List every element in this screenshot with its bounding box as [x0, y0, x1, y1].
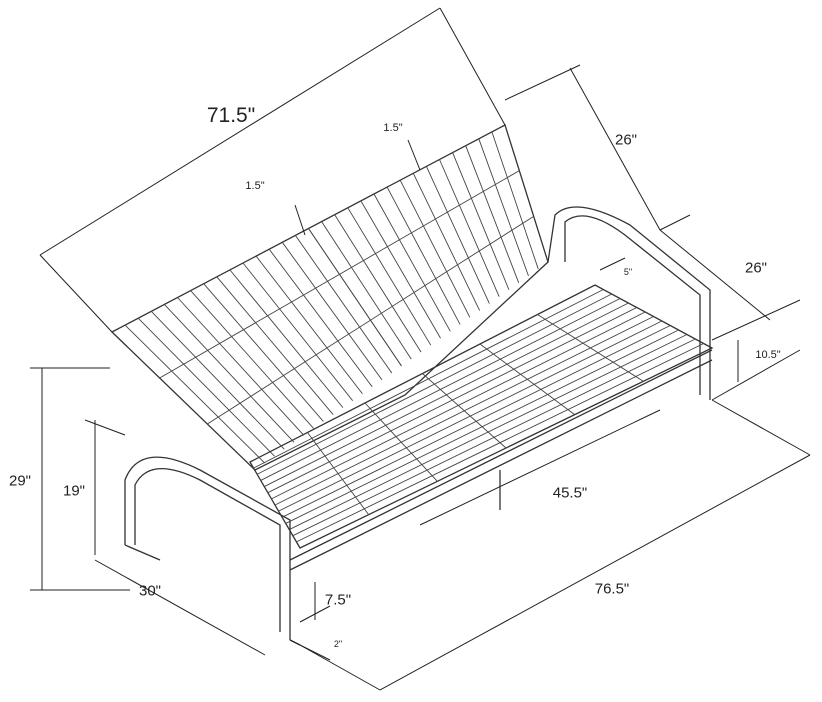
back-slat	[216, 276, 334, 415]
dim-line-76-5	[379, 454, 811, 691]
label-back-26: 26"	[614, 131, 638, 149]
dim-line-seat-26	[659, 229, 771, 321]
back-slat	[321, 221, 412, 360]
back-slat	[281, 242, 383, 381]
back-slat	[465, 145, 520, 283]
label-2: 2"	[333, 639, 343, 649]
back-slat	[164, 304, 295, 443]
seat-crossbar	[479, 343, 575, 416]
front-rail	[289, 349, 713, 571]
back-slat	[203, 283, 324, 422]
back-slat	[242, 262, 354, 401]
back-slat	[425, 166, 490, 304]
seat-crossbar	[422, 373, 507, 449]
back-slat	[150, 310, 285, 450]
dim-line-back-26	[569, 67, 661, 231]
back-slat	[190, 290, 314, 429]
seat-crossbar	[364, 402, 438, 482]
seat-crossbar	[537, 314, 644, 382]
label-29: 29"	[8, 472, 32, 490]
label-10-5: 10.5"	[755, 349, 781, 361]
label-1-5-right: 1.5"	[383, 122, 403, 134]
seat-crossbar	[307, 432, 370, 515]
legs	[124, 470, 501, 646]
label-76-5: 76.5"	[594, 580, 630, 598]
label-19: 19"	[62, 482, 86, 500]
back-slat	[360, 200, 441, 339]
label-5: 5"	[623, 267, 633, 277]
back-hinge-split	[308, 228, 402, 367]
back-slat	[386, 186, 461, 325]
back-slat	[439, 159, 500, 297]
back-slat	[478, 138, 529, 277]
label-seat-26: 26"	[744, 259, 768, 277]
back-slat	[255, 255, 363, 395]
back-slat	[347, 207, 432, 346]
left-arm	[124, 456, 291, 640]
back-slat	[295, 235, 393, 374]
label-1-5-left: 1.5"	[245, 180, 265, 192]
dim-line-2	[289, 639, 331, 661]
label-7-5: 7.5"	[324, 591, 352, 609]
dimension-lines	[30, 7, 811, 691]
label-45-5: 45.5"	[552, 484, 588, 502]
back-slat	[229, 269, 344, 408]
dim-line-30	[94, 559, 266, 656]
label-71-5: 71.5"	[206, 104, 256, 127]
back-slat	[399, 179, 471, 318]
back-slat	[452, 152, 510, 290]
back-slat	[491, 131, 539, 270]
label-30: 30"	[138, 582, 162, 600]
back-slat	[373, 193, 451, 332]
back-slat	[412, 173, 481, 311]
dim-line-71-5	[39, 7, 441, 256]
back-slat	[124, 324, 266, 464]
back-slat	[334, 214, 422, 353]
dim-line-45-5	[419, 409, 661, 526]
slats	[124, 131, 704, 543]
back-slat	[177, 297, 305, 436]
right-arm	[547, 206, 711, 400]
back-slat	[137, 317, 275, 457]
back-slat	[268, 248, 373, 388]
